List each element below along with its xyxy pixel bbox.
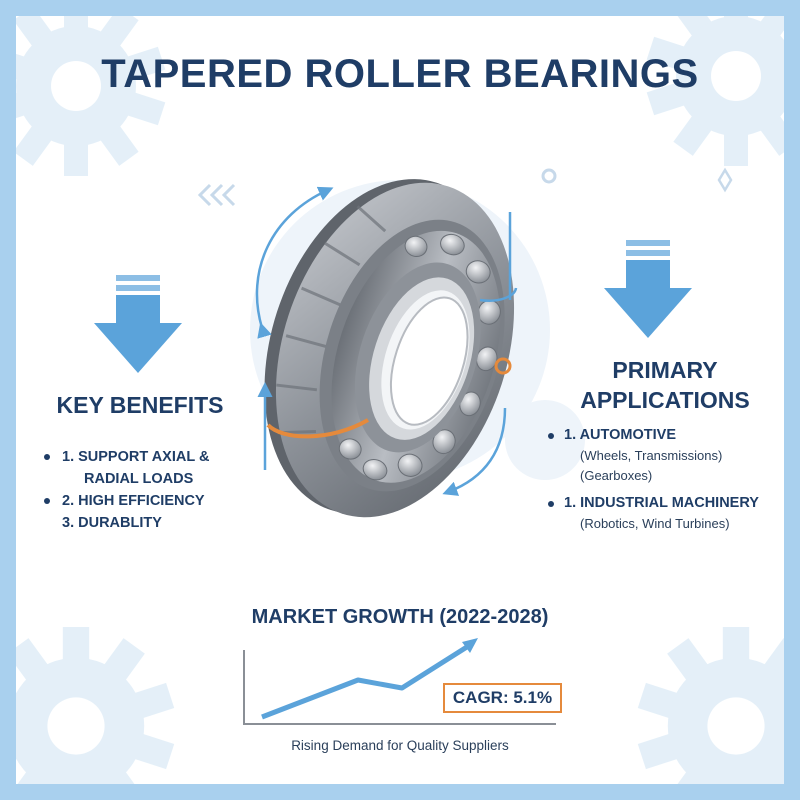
sparkle-icon <box>717 167 733 193</box>
growth-caption: Rising Demand for Quality Suppliers <box>291 738 509 753</box>
bullet-icon <box>548 501 554 507</box>
down-arrow-icon <box>94 275 182 373</box>
list-item: 3. DURABLITY <box>62 515 162 531</box>
cagr-badge: CAGR: 5.1% <box>443 683 562 713</box>
gear-icon <box>16 627 175 784</box>
key-benefits-list: 1. SUPPORT AXIAL & RADIAL LOADS 2. HIGH … <box>44 446 264 534</box>
bullet-icon <box>44 498 50 504</box>
gear-icon <box>16 16 166 176</box>
rotation-arrow-icon <box>442 407 507 496</box>
rotation-arrow-icon <box>479 287 518 302</box>
growth-chart <box>243 638 556 725</box>
orange-dot-icon <box>494 357 512 375</box>
gear-icon <box>637 627 784 784</box>
gear-icon <box>646 16 784 166</box>
bullet-icon <box>44 454 50 460</box>
list-item: RADIAL LOADS <box>84 471 194 487</box>
list-item: 1. AUTOMOTIVE (Wheels, Transmissions) (G… <box>548 424 778 486</box>
list-item: 1. INDUSTRIAL MACHINERY (Robotics, Wind … <box>548 492 778 534</box>
trend-line <box>261 642 472 720</box>
chart-axes <box>243 650 556 725</box>
sparkle-icon <box>541 168 557 184</box>
down-arrow-icon <box>604 240 692 338</box>
key-benefits-title: KEY BENEFITS <box>56 392 224 418</box>
trend-arrow-icon <box>462 638 478 653</box>
poster-frame <box>16 16 784 784</box>
orange-rotation-icon <box>266 418 370 439</box>
list-item: 1. SUPPORT AXIAL & <box>44 446 264 468</box>
chevron-icon <box>197 183 236 207</box>
bearing-icon <box>264 179 515 518</box>
page-title: TAPERED ROLLER BEARINGS <box>101 52 699 96</box>
list-item: 2. HIGH EFFICIENCY <box>44 490 264 512</box>
primary-applications-title: PRIMARY APPLICATIONS <box>580 357 750 413</box>
bullet-icon <box>548 433 554 439</box>
backdrop-circle-small <box>505 400 585 480</box>
market-growth-title: MARKET GROWTH (2022-2028) <box>251 606 549 628</box>
applications-list: 1. AUTOMOTIVE (Wheels, Transmissions) (G… <box>548 424 778 534</box>
rotation-arrow-icon <box>255 186 334 339</box>
